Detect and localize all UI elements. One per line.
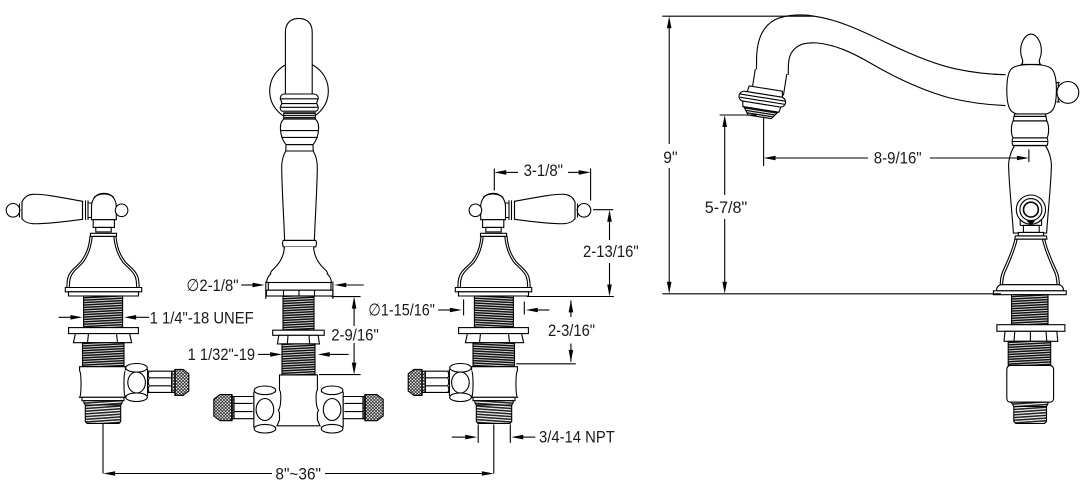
svg-text:8"~36": 8"~36" (275, 464, 321, 483)
svg-text:8-9/16": 8-9/16" (874, 148, 922, 167)
svg-text:2-13/16": 2-13/16" (583, 242, 639, 261)
svg-text:1 1/4"-18 UNEF: 1 1/4"-18 UNEF (150, 308, 254, 327)
svg-text:∅1-15/16": ∅1-15/16" (368, 300, 435, 319)
svg-text:1 1/32"-19: 1 1/32"-19 (188, 345, 256, 364)
svg-text:∅2-1/8": ∅2-1/8" (186, 276, 238, 295)
svg-text:5-7/8": 5-7/8" (705, 198, 748, 217)
svg-text:2-3/16": 2-3/16" (548, 321, 595, 340)
svg-text:9": 9" (663, 148, 677, 167)
svg-text:3/4-14 NPT: 3/4-14 NPT (539, 427, 615, 446)
svg-text:3-1/8": 3-1/8" (524, 161, 563, 180)
svg-text:2-9/16": 2-9/16" (331, 326, 379, 345)
